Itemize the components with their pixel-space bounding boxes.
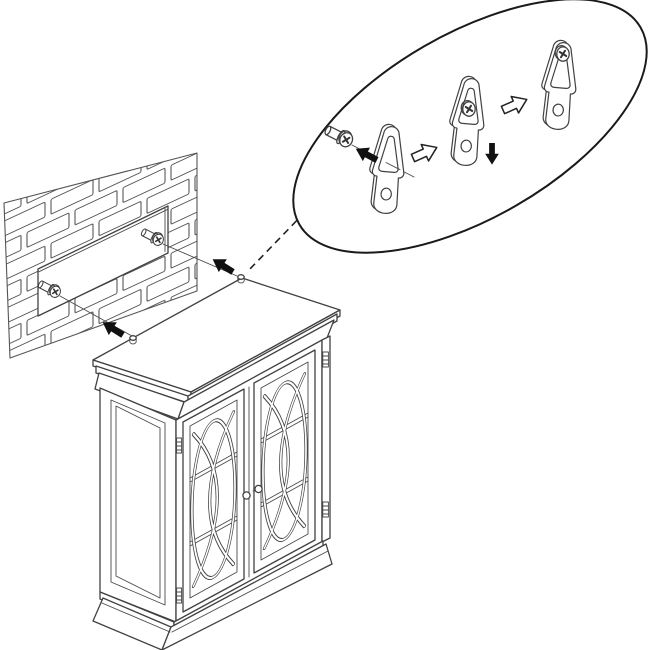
screw-head-icon	[460, 99, 477, 118]
screw-head-icon	[554, 44, 571, 63]
hinge-icons	[176, 351, 329, 604]
door-knob-right	[252, 484, 263, 494]
screw-axis-line	[385, 162, 401, 171]
side-panel	[99, 387, 177, 623]
alignment-guide-line-left	[59, 295, 133, 337]
detail-callout	[292, 0, 648, 254]
alignment-guide-line-right	[162, 243, 238, 277]
right-edge-return	[321, 335, 331, 543]
step-1-insert-screw	[323, 122, 415, 216]
mounting-plate	[37, 205, 169, 317]
wall-cabinet	[92, 274, 341, 650]
callout-leader-line	[247, 211, 306, 272]
base-molding	[92, 540, 333, 650]
door-lattice	[190, 410, 237, 589]
door-knob-left	[242, 491, 251, 500]
mounting-guides	[59, 243, 238, 342]
wall-outline	[3, 152, 198, 359]
glass-door-left	[182, 388, 245, 613]
door-lattice	[261, 372, 308, 551]
glass-door-right	[253, 349, 316, 574]
cabinet-front	[175, 335, 331, 623]
